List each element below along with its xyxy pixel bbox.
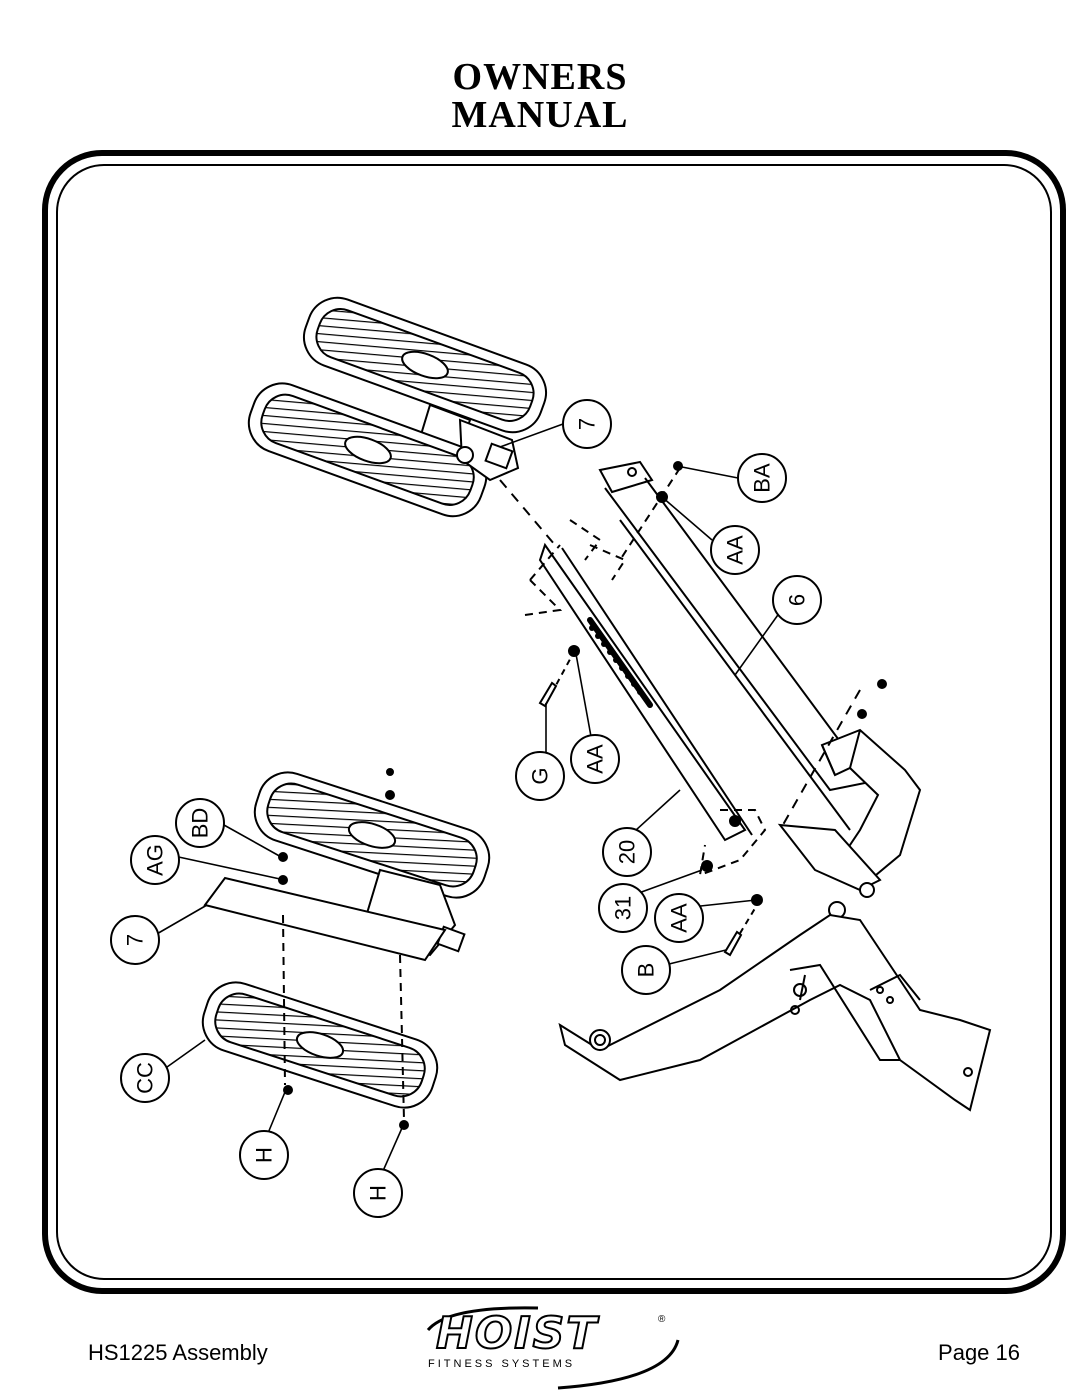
svg-text:B: B — [634, 963, 659, 978]
hoist-logo: HOIST FITNESS SYSTEMS ® — [408, 1300, 688, 1390]
callout-H-2: H — [353, 1168, 403, 1218]
page-title: OWNERS MANUAL — [0, 58, 1080, 134]
callout-7-top: 7 — [562, 399, 612, 449]
diagram-frame-inner — [56, 164, 1052, 1280]
svg-text:AA: AA — [583, 744, 608, 774]
callout-AA-3: AA — [654, 893, 704, 943]
pedal-lower-front — [201, 981, 439, 1109]
logo-wordmark: HOIST — [435, 1307, 599, 1360]
footer-model-label: HS1225 Assembly — [88, 1340, 268, 1365]
callout-AA-1: AA — [710, 525, 760, 575]
diagram-frame-outer — [42, 150, 1066, 1294]
callout-7-bottom: 7 — [110, 915, 160, 965]
svg-text:6: 6 — [785, 594, 810, 606]
callout-6: 6 — [772, 575, 822, 625]
callout-G: G — [515, 751, 565, 801]
svg-text:AA: AA — [723, 535, 748, 565]
callout-31: 31 — [598, 883, 648, 933]
upper-pedal-assembly — [247, 296, 547, 518]
svg-text:31: 31 — [611, 896, 636, 920]
title-line-1: OWNERS — [452, 56, 628, 98]
svg-text:20: 20 — [615, 840, 640, 864]
callout-H-1: H — [239, 1130, 289, 1180]
footer-page-number: Page 16 — [938, 1340, 1020, 1365]
svg-text:AG: AG — [143, 844, 168, 876]
pedal-upper-back — [303, 296, 547, 434]
callout-B: B — [621, 945, 671, 995]
svg-text:AA: AA — [667, 903, 692, 933]
logo-swoosh — [426, 1306, 680, 1390]
logo-registered-mark: ® — [658, 1314, 666, 1325]
pedal-lower-back — [253, 771, 491, 899]
svg-text:H: H — [252, 1147, 277, 1163]
frame-adjust-holes — [589, 625, 643, 695]
svg-text:7: 7 — [123, 934, 148, 946]
pedal-arm-plate — [203, 876, 447, 962]
callouts: 7 BA AA 6 G AA 20 31 AA B BD AG 7 CC H H — [110, 399, 822, 1218]
callout-AG: AG — [130, 835, 180, 885]
svg-text:G: G — [528, 767, 553, 784]
svg-text:H: H — [366, 1185, 391, 1201]
title-line-2: MANUAL — [451, 94, 629, 136]
main-frame — [499, 460, 992, 1112]
callout-CC: CC — [120, 1053, 170, 1103]
pedal-upper-front — [247, 382, 488, 518]
svg-text:CC: CC — [133, 1062, 158, 1094]
callout-BD: BD — [175, 798, 225, 848]
svg-text:BA: BA — [750, 463, 775, 493]
callout-20: 20 — [602, 827, 652, 877]
svg-text:7: 7 — [575, 418, 600, 430]
logo-subtitle: FITNESS SYSTEMS — [428, 1358, 576, 1370]
svg-text:BD: BD — [188, 808, 213, 839]
lower-pedal-assembly — [201, 768, 491, 1130]
callout-leaders — [154, 423, 786, 1181]
callout-BA: BA — [737, 453, 787, 503]
callout-AA-2: AA — [570, 734, 620, 784]
